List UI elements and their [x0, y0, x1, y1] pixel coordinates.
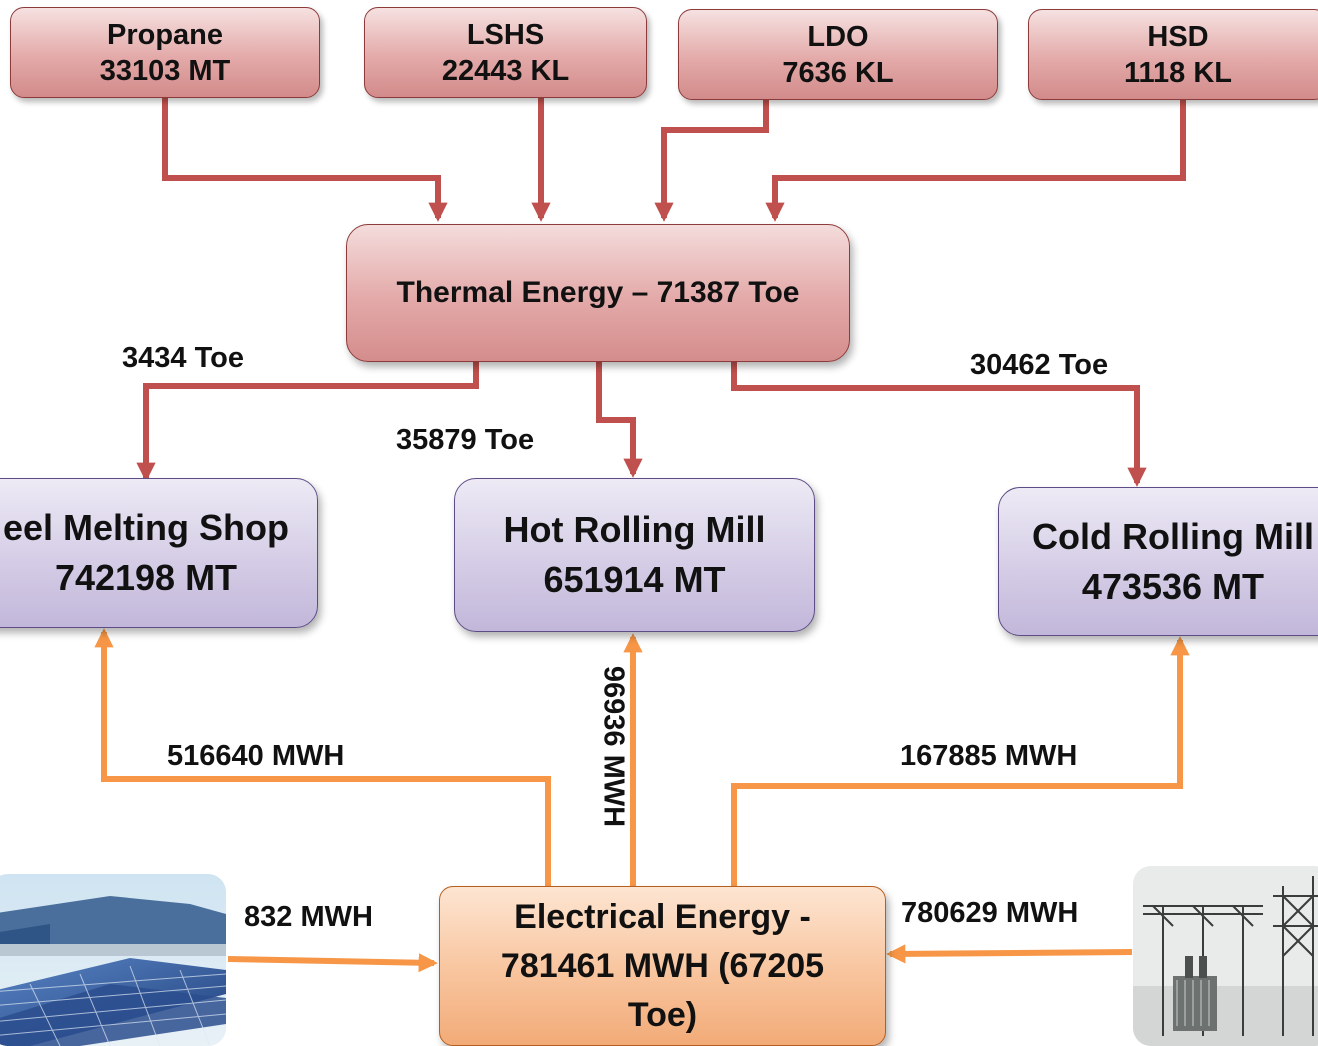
arrow-solar-to-electrical	[228, 959, 434, 963]
shop-name: eel Melting Shop	[3, 503, 289, 553]
arrow-propane-to-thermal	[165, 97, 438, 218]
shop-quantity: 651914 MT	[543, 555, 725, 605]
substation-photo	[1133, 866, 1318, 1046]
shop-name: Hot Rolling Mill	[504, 505, 766, 555]
arrow-hsd-to-thermal	[775, 99, 1183, 218]
arrow-ldo-to-thermal	[664, 100, 766, 218]
arrow-thermal-to-steel-melting	[146, 362, 476, 478]
shop-text-group: Cold Rolling Mill 473536 MT	[1032, 512, 1314, 612]
shop-text-group: eel Melting Shop 742198 MT	[3, 503, 289, 603]
fuel-box-hsd: HSD 1118 KL	[1028, 9, 1318, 100]
flow-label-grid: 780629 MWH	[901, 899, 1078, 928]
shop-quantity: 742198 MT	[3, 553, 289, 603]
electrical-energy-line-1: Electrical Energy -	[514, 893, 811, 942]
flow-label-thermal-steel-melting: 3434 Toe	[122, 344, 244, 373]
fuel-quantity: 7636 KL	[782, 55, 893, 91]
fuel-name: LSHS	[467, 17, 544, 53]
fuel-box-propane: Propane 33103 MT	[10, 7, 320, 98]
electrical-energy-line-2: 781461 MWH (67205	[501, 942, 824, 991]
fuel-quantity: 33103 MT	[100, 53, 231, 89]
fuel-box-ldo: LDO 7636 KL	[678, 9, 998, 100]
flow-label-thermal-hot-rolling: 35879 Toe	[396, 426, 534, 455]
arrow-thermal-to-hot-rolling	[599, 362, 633, 474]
fuel-name: LDO	[807, 19, 868, 55]
flow-label-electrical-cold-rolling: 167885 MWH	[900, 742, 1077, 771]
steel-melting-shop-box: eel Melting Shop 742198 MT	[0, 478, 318, 628]
hot-rolling-mill-box: Hot Rolling Mill 651914 MT	[454, 478, 815, 632]
fuel-name: HSD	[1147, 19, 1208, 55]
shop-name: Cold Rolling Mill	[1032, 512, 1314, 562]
shop-quantity: 473536 MT	[1032, 562, 1314, 612]
flow-label-electrical-steel-melting: 516640 MWH	[167, 742, 344, 771]
electrical-energy-box: Electrical Energy - 781461 MWH (67205 To…	[439, 886, 886, 1046]
electrical-energy-line-3: Toe)	[628, 991, 697, 1040]
arrow-grid-to-electrical	[890, 952, 1132, 954]
cold-rolling-mill-box: Cold Rolling Mill 473536 MT	[998, 487, 1318, 636]
flow-label-thermal-cold-rolling: 30462 Toe	[970, 351, 1108, 380]
solar-panel-photo	[0, 874, 226, 1046]
fuel-box-lshs: LSHS 22443 KL	[364, 7, 647, 98]
thermal-energy-box: Thermal Energy – 71387 Toe	[346, 224, 850, 362]
thermal-energy-label: Thermal Energy – 71387 Toe	[397, 276, 800, 310]
flow-label-solar: 832 MWH	[244, 903, 373, 932]
fuel-name: Propane	[107, 17, 223, 53]
fuel-quantity: 22443 KL	[442, 53, 569, 89]
fuel-quantity: 1118 KL	[1124, 55, 1232, 91]
flow-label-electrical-hot-rolling: 96936 MWH	[599, 642, 628, 852]
